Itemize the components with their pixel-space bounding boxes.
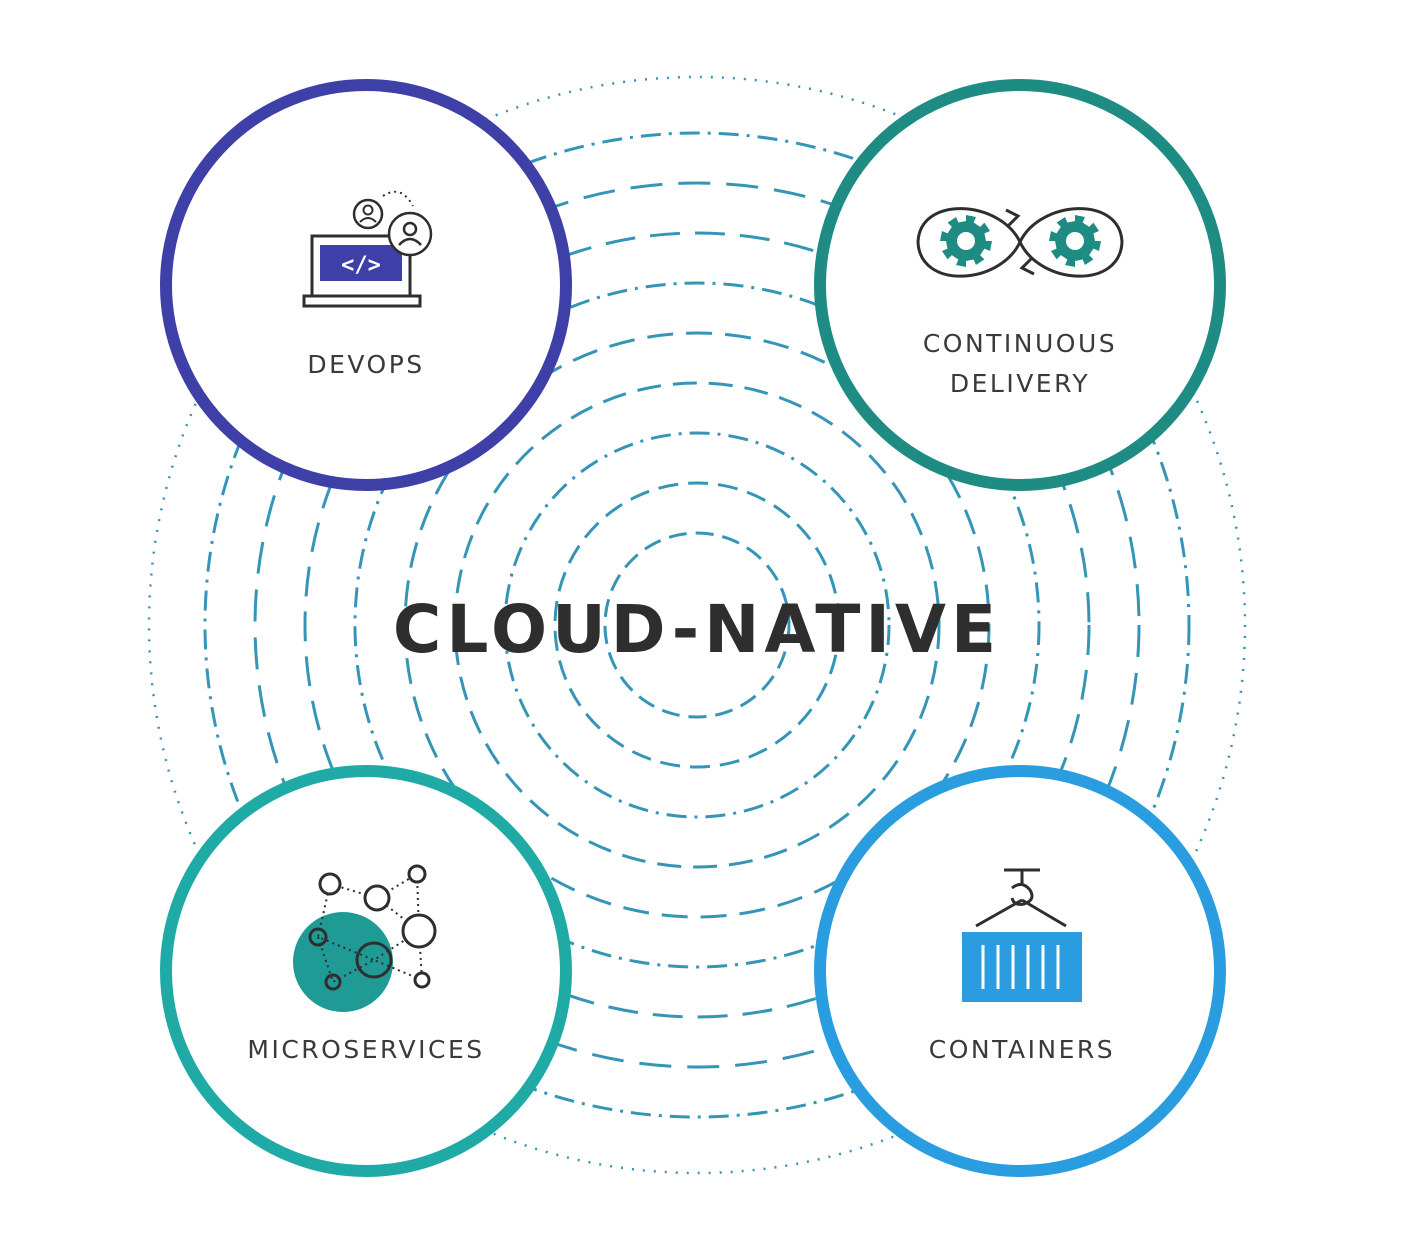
ring [353, 281, 1041, 969]
node-label-microservices: MICROSERVICES [247, 1035, 484, 1064]
node-label-continuous-delivery: DELIVERY [950, 369, 1090, 398]
ring [403, 331, 991, 919]
svg-text:</>: </> [341, 253, 381, 278]
node-label-containers: CONTAINERS [929, 1035, 1115, 1064]
node-label-devops: DEVOPS [307, 350, 424, 379]
ring [147, 75, 1247, 1175]
ring [453, 381, 941, 869]
node-continuous-delivery: CONTINUOUS DELIVERY [814, 79, 1226, 491]
center-title: CLOUD-NATIVE [393, 591, 1001, 668]
ring [553, 481, 841, 769]
laptop-code-icon: </> [302, 190, 433, 308]
ring [303, 231, 1091, 1019]
ring [203, 131, 1191, 1119]
gear-loop-icon [916, 207, 1124, 278]
network-nodes-icon [293, 864, 437, 1012]
node-containers: CONTAINERS [814, 765, 1226, 1177]
node-devops-circle [160, 79, 572, 491]
ring [253, 181, 1141, 1069]
concentric-rings [147, 75, 1247, 1175]
ring [503, 431, 891, 819]
node-microservices: MICROSERVICES [160, 765, 572, 1177]
node-label-continuous-delivery: CONTINUOUS [923, 329, 1117, 358]
ring [603, 531, 791, 719]
shipping-container-icon [962, 868, 1082, 1002]
node-continuous-delivery-circle [814, 79, 1226, 491]
node-devops: </> DEVOPS [160, 79, 572, 491]
